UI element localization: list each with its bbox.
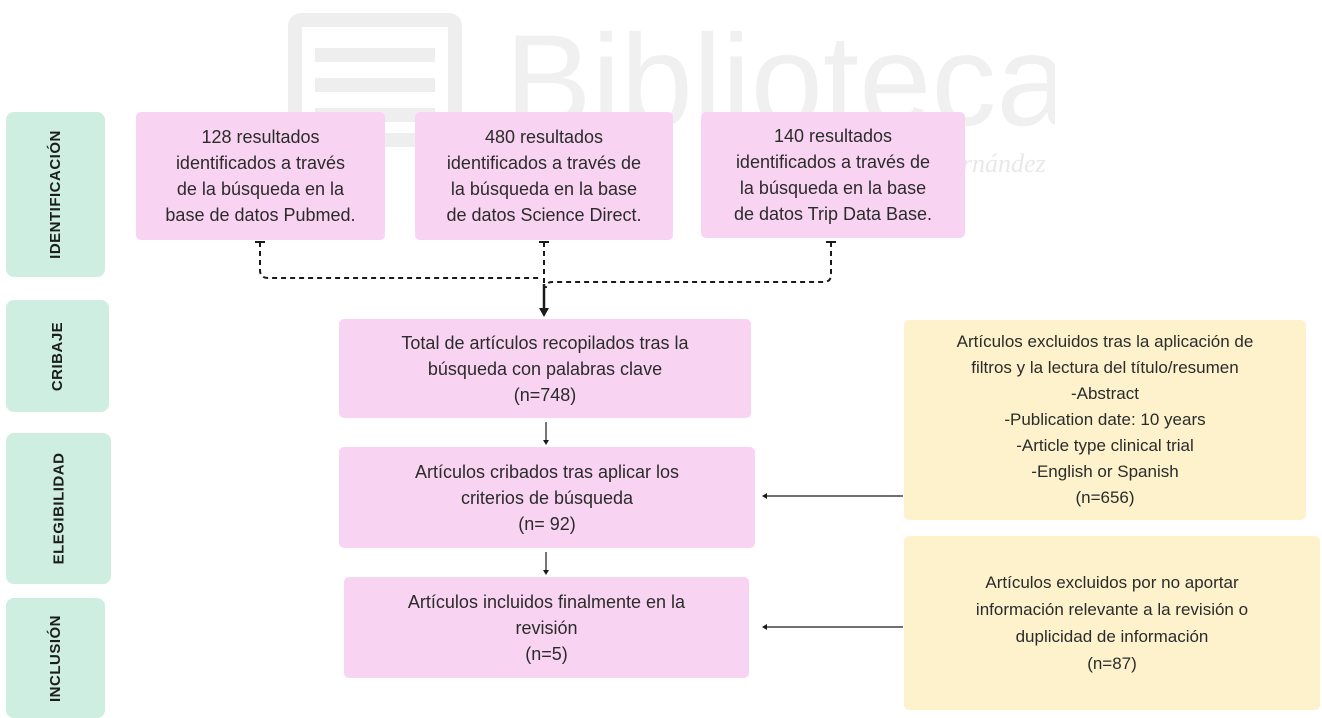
screened-articles-box: Artículos cribados tras aplicar los crit… [339, 447, 755, 548]
exclusion-relevance-box: Artículos excluidos por no aportar infor… [904, 536, 1320, 710]
source-pubmed-box: 128 resultados identificados a través de… [136, 112, 385, 240]
source-sciencedirect-text: 480 resultados identificados a través de… [446, 127, 642, 225]
stage-identificacion-label: IDENTIFICACIÓN [47, 130, 65, 259]
source-sciencedirect-box: 480 resultados identificados a través de… [415, 112, 673, 240]
arrowhead-included [543, 570, 549, 575]
arrowhead-exclusion-relevance [762, 624, 767, 630]
exclusion-filters-text: Artículos excluidos tras la aplicación d… [956, 332, 1254, 507]
stage-elegibilidad-label: ELEGIBILIDAD [50, 452, 67, 565]
exclusion-relevance-text: Artículos excluidos por no aportar infor… [975, 573, 1249, 673]
source-trip-text: 140 resultados identificados a través de… [733, 126, 933, 224]
exclusion-filters-box: Artículos excluidos tras la aplicación d… [904, 320, 1306, 520]
included-articles-box: Artículos incluidos finalmente en la rev… [344, 577, 749, 678]
arrowhead-total [539, 308, 549, 317]
included-articles-text: Artículos incluidos finalmente en la rev… [407, 591, 686, 664]
total-articles-box: Total de artículos recopilados tras la b… [339, 319, 751, 418]
arrowhead-screened [543, 440, 549, 445]
stage-inclusion: INCLUSIÓN [6, 598, 105, 718]
source-trip-box: 140 resultados identificados a través de… [701, 112, 965, 238]
stage-cribaje-label: CRIBAJE [48, 321, 66, 391]
stage-identificacion: IDENTIFICACIÓN [6, 112, 105, 277]
stage-elegibilidad: ELEGIBILIDAD [6, 433, 111, 584]
total-articles-text: Total de artículos recopilados tras la b… [401, 332, 689, 405]
connector-pubmed [259, 242, 540, 279]
arrowhead-exclusion-filters [762, 493, 767, 499]
stage-inclusion-label: INCLUSIÓN [47, 614, 64, 702]
source-pubmed-text: 128 resultados identificados a través de… [165, 127, 356, 225]
merge-connector [259, 242, 832, 300]
connector-trip [545, 242, 832, 289]
stage-cribaje: CRIBAJE [6, 300, 109, 412]
screened-articles-text: Artículos cribados tras aplicar los crit… [414, 461, 680, 534]
